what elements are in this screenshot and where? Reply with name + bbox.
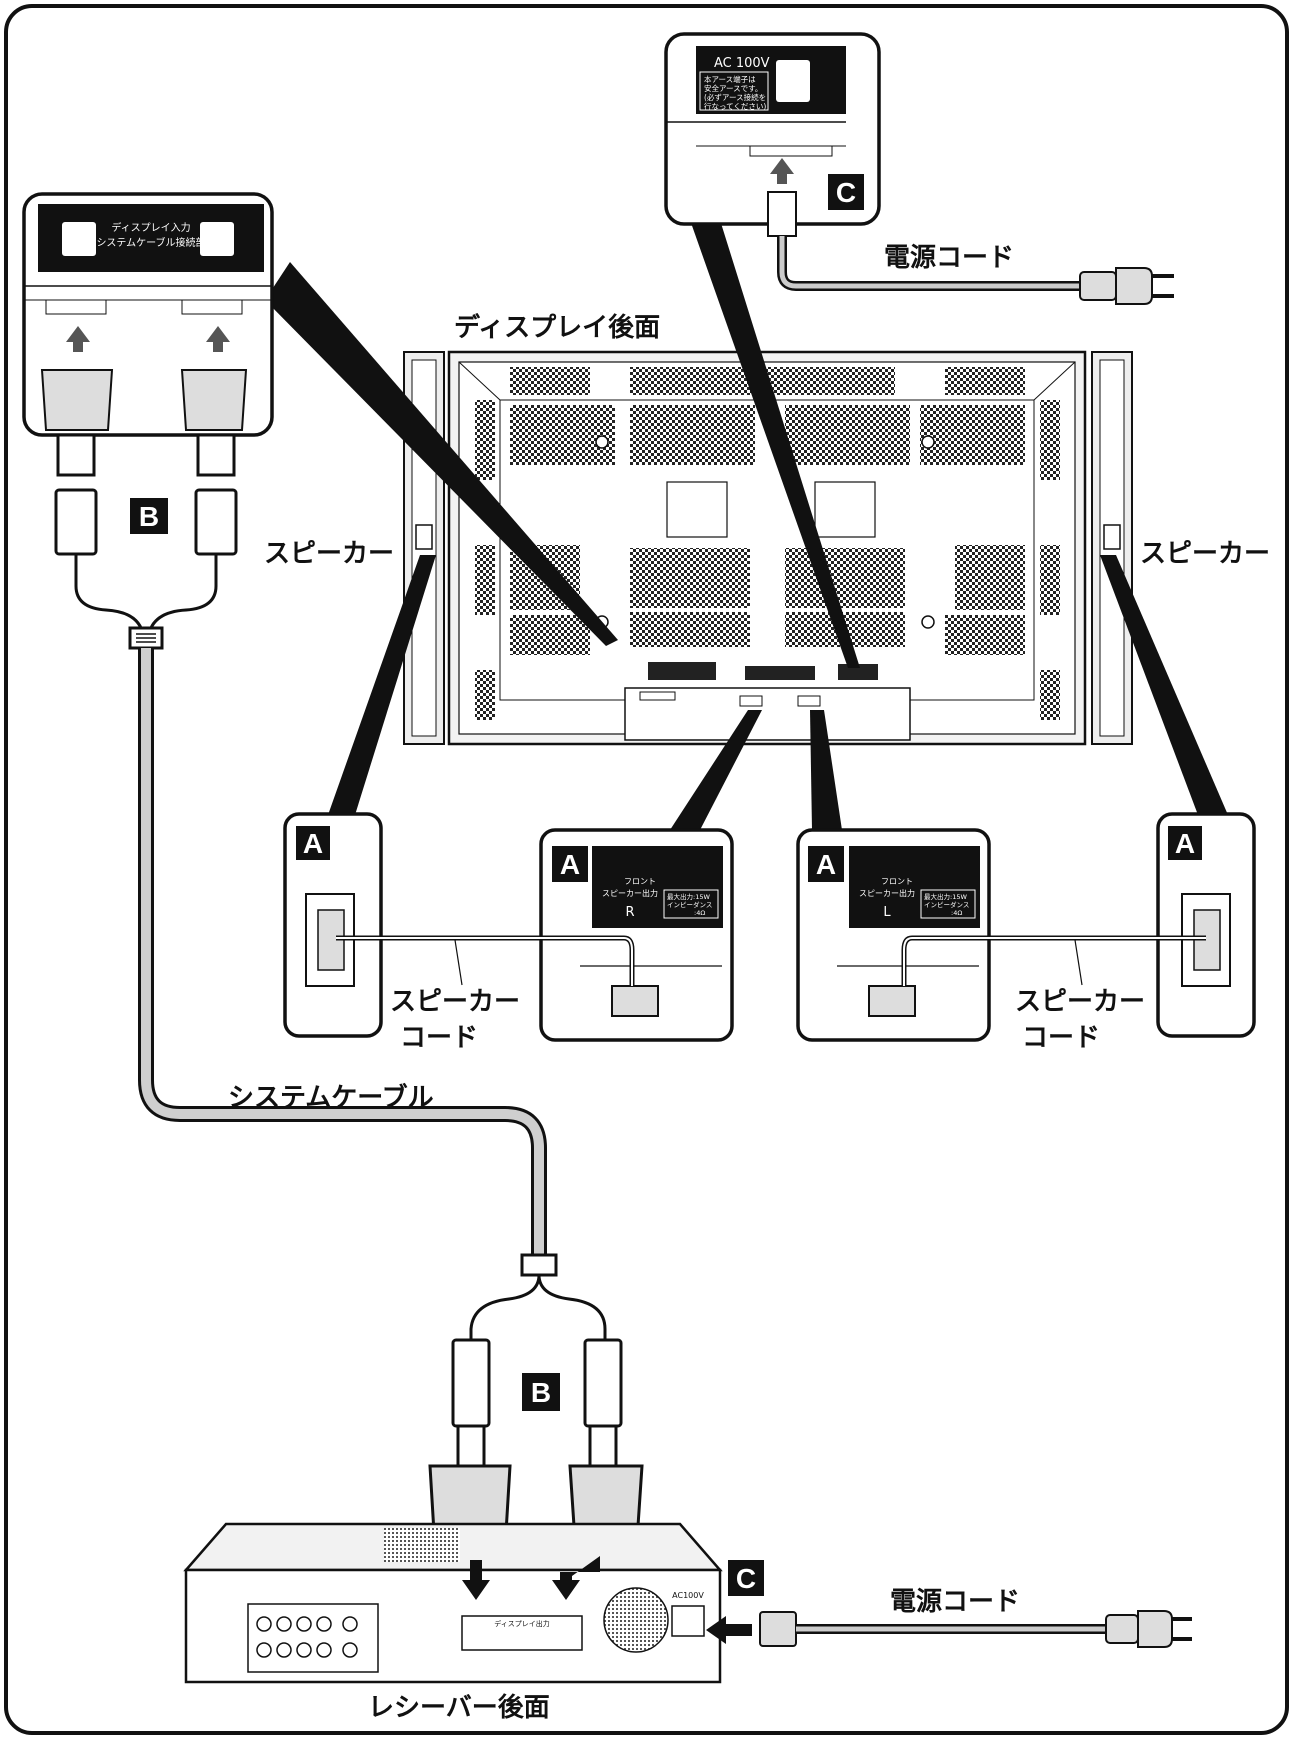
- ac-voltage-label: AC 100V: [714, 56, 770, 71]
- power-cord-label-bottom: 電源コード: [890, 1587, 1020, 1617]
- svg-text:B: B: [531, 1377, 551, 1408]
- receiver-ac-inlet: [672, 1606, 704, 1636]
- svg-text::4Ω: :4Ω: [951, 909, 962, 917]
- receiver-rear-label: レシーバー後面: [368, 1692, 550, 1723]
- ac-inlet-icon: [776, 60, 810, 102]
- svg-text:スピーカー出力: スピーカー出力: [602, 888, 658, 898]
- svg-text:B: B: [139, 501, 159, 532]
- receiver-fan: [604, 1588, 668, 1652]
- power-cord-connector-bottom: [760, 1612, 796, 1646]
- speaker-label-right: スピーカー: [1140, 539, 1270, 569]
- display-input-line-1: ディスプレイ入力: [111, 221, 190, 234]
- svg-text:A: A: [1175, 828, 1195, 859]
- display-input-line-2: システムケーブル接続部: [96, 236, 205, 249]
- svg-text:(必ずアース接続を: (必ずアース接続を: [704, 92, 766, 102]
- svg-text:インピーダンス: インピーダンス: [667, 900, 712, 909]
- svg-text:L: L: [883, 905, 891, 920]
- svg-text:R: R: [625, 905, 634, 920]
- front-r-terminal: [612, 986, 658, 1016]
- speaker-cord-label-left-1: スピーカー: [390, 987, 520, 1017]
- svg-text:AC100V: AC100V: [672, 1591, 704, 1600]
- left-speaker-terminal: [416, 525, 432, 549]
- receiver-vent: [384, 1528, 460, 1562]
- svg-text:フロント: フロント: [624, 877, 656, 886]
- dvi-connector-right: [182, 370, 246, 430]
- svg-text:スピーカー出力: スピーカー出力: [859, 888, 915, 898]
- dvi-connector-left: [42, 370, 112, 430]
- speaker-cord-label-left-2: コード: [400, 1023, 478, 1053]
- callout-b-top: ディスプレイ入力 システムケーブル接続部: [24, 194, 272, 435]
- svg-text:C: C: [736, 1563, 756, 1594]
- svg-text:A: A: [303, 828, 323, 859]
- speaker-cord-label-right-2: コード: [1022, 1023, 1100, 1053]
- svg-text:最大出力:15W: 最大出力:15W: [667, 892, 710, 901]
- front-l-terminal: [869, 986, 915, 1016]
- power-cord-connector-top: [768, 192, 796, 236]
- system-cable-label: システムケーブル: [228, 1082, 434, 1113]
- svg-text:C: C: [836, 177, 856, 208]
- svg-text:ディスプレイ出力: ディスプレイ出力: [494, 1619, 550, 1628]
- svg-text:行なってください): 行なってください): [704, 101, 766, 111]
- svg-text:A: A: [816, 849, 836, 880]
- receiver-rear-panel: ディスプレイ出力 AC100V: [186, 1524, 720, 1682]
- right-speaker-terminal: [1104, 525, 1120, 549]
- svg-text::4Ω: :4Ω: [694, 909, 705, 917]
- svg-text:最大出力:15W: 最大出力:15W: [924, 892, 967, 901]
- speaker-cord-label-right-1: スピーカー: [1015, 987, 1145, 1017]
- svg-text:フロント: フロント: [881, 877, 913, 886]
- speaker-label-left: スピーカー: [264, 539, 394, 569]
- receiver-av-jacks: [248, 1604, 378, 1672]
- svg-text:インピーダンス: インピーダンス: [924, 900, 969, 909]
- display-rear-label: ディスプレイ後面: [454, 312, 660, 343]
- svg-text:A: A: [560, 849, 580, 880]
- svg-text:安全アースです。: 安全アースです。: [704, 83, 762, 93]
- svg-text:本アース端子は: 本アース端子は: [704, 74, 756, 84]
- power-cord-label-top: 電源コード: [884, 243, 1014, 273]
